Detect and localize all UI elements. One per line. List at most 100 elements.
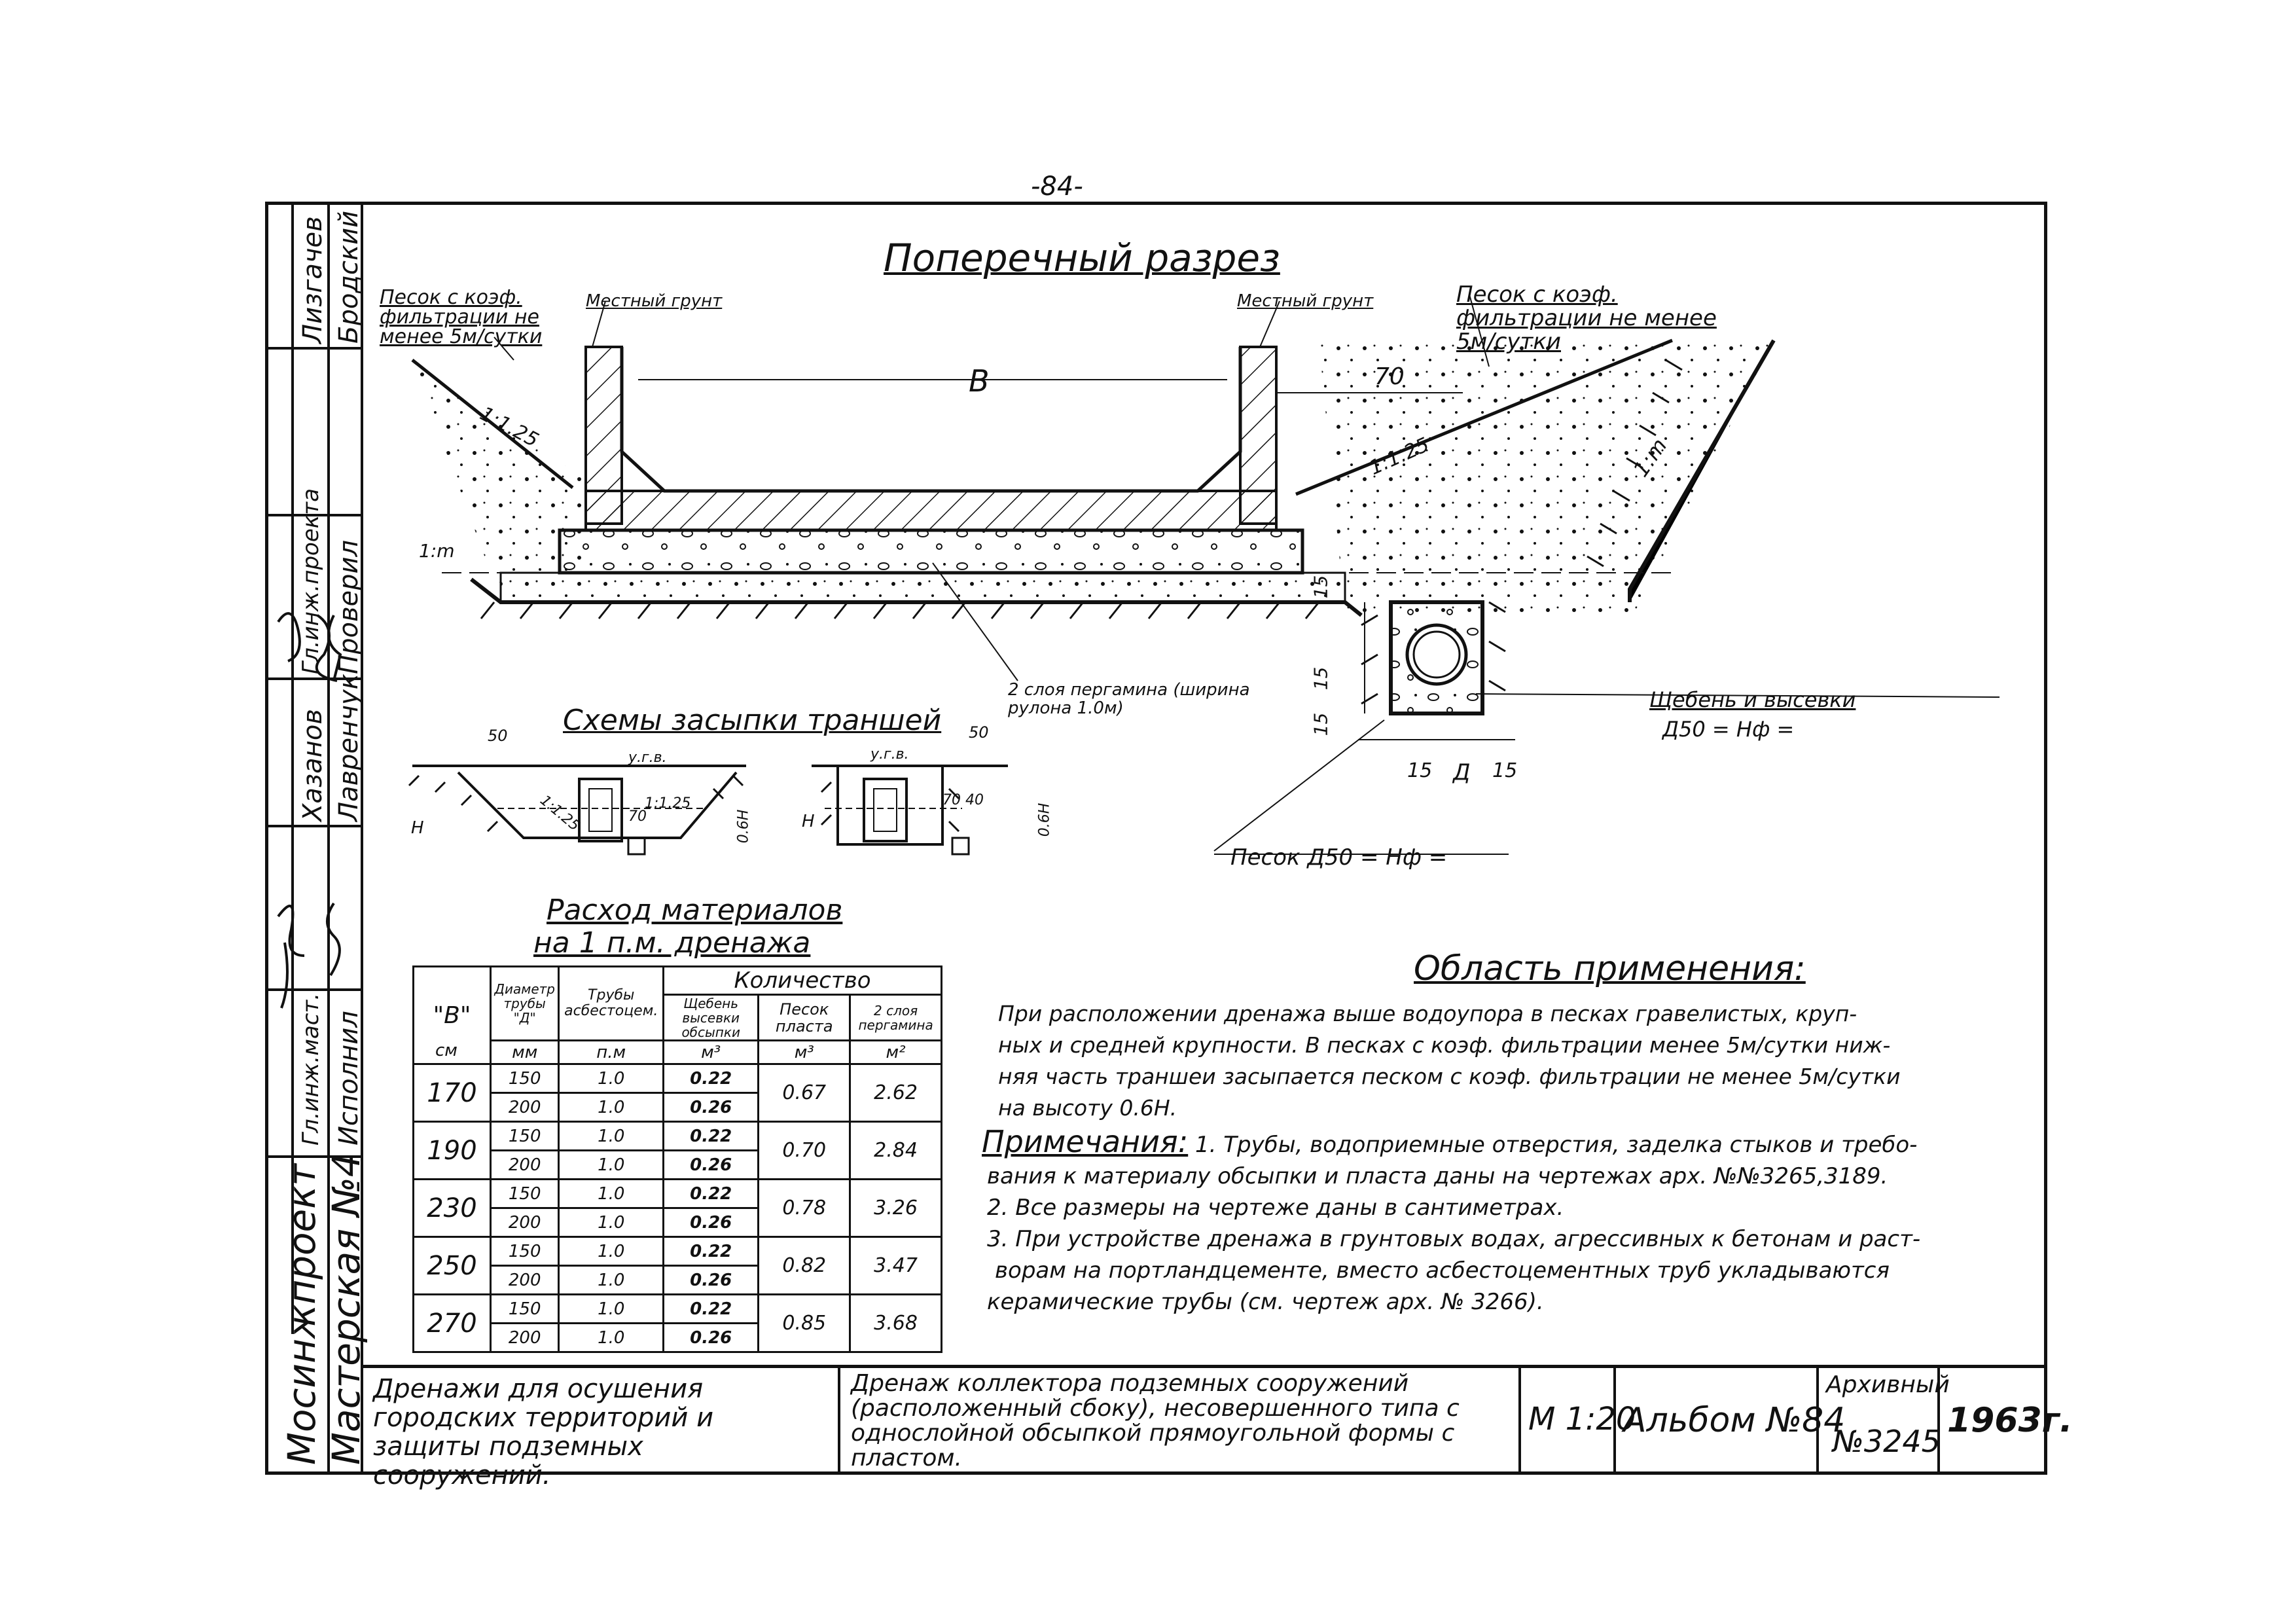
collector-floor xyxy=(584,490,1278,532)
year: 1963г. xyxy=(1947,1401,2073,1440)
title-block-top-line xyxy=(363,1365,2047,1368)
schemes-title: Схемы засыпки траншей xyxy=(563,704,942,737)
scale: М 1:20 xyxy=(1528,1401,1636,1437)
table-header: Трубы асбестоцем. xyxy=(558,965,665,1041)
cross-section-drawing xyxy=(411,294,2000,855)
slope-left-line xyxy=(411,359,574,489)
materials-title-1: Расход материалов xyxy=(547,893,843,927)
archive-number: №3245 xyxy=(1833,1424,1941,1459)
table-unit: п.м xyxy=(558,1039,665,1065)
stamp-org1: Мосинжпроект xyxy=(279,1163,324,1465)
table-unit: м³ xyxy=(662,1039,760,1065)
title-block-divider xyxy=(1816,1365,1819,1475)
stamp-divider xyxy=(327,202,330,1475)
sand-fill-left xyxy=(412,360,583,583)
title-block-divider xyxy=(1937,1365,1940,1475)
stamp-signatures xyxy=(277,612,342,1009)
table-row: 200 1.0 0.26 xyxy=(414,1149,942,1180)
label-gravel: Щебень и высевки xyxy=(1649,687,1856,712)
table-row: 200 1.0 0.26 xyxy=(414,1207,942,1238)
slope-m-line xyxy=(1628,339,1776,602)
materials-table: "В" Диаметр трубы "Д" Трубы асбестоцем. … xyxy=(412,965,942,1353)
table-row: 200 1.0 0.26 xyxy=(414,1265,942,1295)
backfill-schemes xyxy=(408,765,1008,856)
concrete-slab xyxy=(558,528,1304,575)
stamp-divider xyxy=(291,202,294,1334)
stamp-separator xyxy=(265,677,363,680)
scope-text: При расположении дренажа выше водоупора … xyxy=(998,1001,1901,1121)
table-row: 190 150 1.0 0.22 0.70 2.84 xyxy=(412,1121,942,1180)
stamp-separator xyxy=(265,347,363,350)
label-D: Д xyxy=(1453,759,1471,785)
page-number: -84- xyxy=(1031,171,1083,202)
table-header: Щебень высевки обсыпки xyxy=(662,994,760,1041)
dim-15: 15 xyxy=(1407,759,1433,782)
title-block-divider xyxy=(1613,1365,1616,1475)
scheme-dim-70: 70 xyxy=(628,808,647,825)
section-title: Поперечный разрез xyxy=(884,236,1280,280)
table-header: Количество xyxy=(662,965,942,996)
table-unit: мм xyxy=(489,1039,560,1065)
stamp-org2: Мастерская №4 xyxy=(324,1153,368,1465)
label-70: 70 xyxy=(1374,363,1405,390)
table-unit: м³ xyxy=(757,1039,852,1065)
label-local-soil-right: Местный грунт xyxy=(1237,291,1374,311)
scope-title: Область применения: xyxy=(1414,949,1806,988)
stamp-org-column xyxy=(265,202,363,1475)
series-title: Дренажи для осушения городских территори… xyxy=(373,1374,714,1490)
scheme-ugv: у.г.в. xyxy=(628,749,667,766)
table-row: 200 1.0 0.26 xyxy=(414,1092,942,1123)
dim-15: 15 xyxy=(1310,666,1332,691)
scheme-slope: 1:1.25 xyxy=(645,795,691,812)
label-B: В xyxy=(969,363,990,399)
collector-inner xyxy=(620,347,1242,493)
table-row: 230 150 1.0 0.22 0.78 3.26 xyxy=(412,1178,942,1238)
table-header: "В" xyxy=(412,965,492,1065)
label-local-soil-left: Местный грунт xyxy=(586,291,723,311)
table-row: 170 150 1.0 0.22 0.67 2.62 xyxy=(412,1063,942,1123)
table-row: 250 150 1.0 0.22 0.82 3.47 xyxy=(412,1236,942,1295)
table-header: Песок пласта xyxy=(757,994,852,1041)
table-unit: см xyxy=(435,1041,457,1060)
notes-title: Примечания: xyxy=(982,1124,1189,1159)
title-block-divider xyxy=(838,1365,840,1475)
drawing-frame xyxy=(265,202,2047,1475)
scheme-h: Н xyxy=(411,818,424,838)
scheme-h: Н xyxy=(802,812,815,831)
ground-hatch xyxy=(480,602,1320,619)
scheme-h06: 0.6Н xyxy=(735,809,752,844)
label-sand-right: Песок с коэф. фильтрации не менее 5м/сут… xyxy=(1456,281,1717,355)
slope-right-line xyxy=(1295,338,1673,496)
stamp-separator xyxy=(265,514,363,516)
notes: Примечания: 1. Трубы, водоприемные отвер… xyxy=(982,1124,1921,1315)
materials-title-2: на 1 п.м. дренажа xyxy=(533,926,811,960)
label-gravel-params: Д50 = Нф = xyxy=(1662,717,1795,742)
table-header: 2 слоя пергамина xyxy=(849,994,942,1041)
dim-15: 15 xyxy=(1310,575,1332,599)
dim-15: 15 xyxy=(1310,712,1332,736)
scheme-ugv: у.г.в. xyxy=(870,746,909,763)
label-slope-m-left: 1:m xyxy=(419,540,455,562)
scheme-dim-50: 50 xyxy=(488,727,508,745)
title-block-divider xyxy=(1518,1365,1521,1475)
ground-hatch-right xyxy=(1361,359,1683,705)
album: Альбом №84 xyxy=(1623,1401,1846,1440)
label-roofing: 2 слоя пергамина (ширина рулона 1.0м) xyxy=(1008,680,1250,718)
archive-label: Архивный xyxy=(1826,1371,1950,1398)
scheme-dim-50: 50 xyxy=(969,723,989,742)
drawing-title: Дренаж коллектора подземных сооружений (… xyxy=(851,1370,1460,1471)
table-row: 270 150 1.0 0.22 0.85 3.68 xyxy=(412,1293,942,1353)
scheme-h06: 0.6Н xyxy=(1036,803,1053,837)
drain-pipe xyxy=(1405,623,1468,686)
stamp-separator xyxy=(265,988,363,991)
table-header: Диаметр трубы "Д" xyxy=(489,965,560,1041)
scheme-dim-70: 70 xyxy=(942,792,961,808)
table-row: 200 1.0 0.26 xyxy=(414,1322,942,1353)
stamp-separator xyxy=(265,825,363,827)
label-sand-bottom: Песок Д50 = Нф = xyxy=(1230,844,1448,871)
dim-15: 15 xyxy=(1492,759,1518,782)
label-sand-left: Песок с коэф. фильтрации не менее 5м/сут… xyxy=(380,286,543,348)
scheme-dim-40: 40 xyxy=(965,792,984,808)
table-unit: м² xyxy=(849,1039,942,1065)
sand-layer xyxy=(499,571,1346,604)
